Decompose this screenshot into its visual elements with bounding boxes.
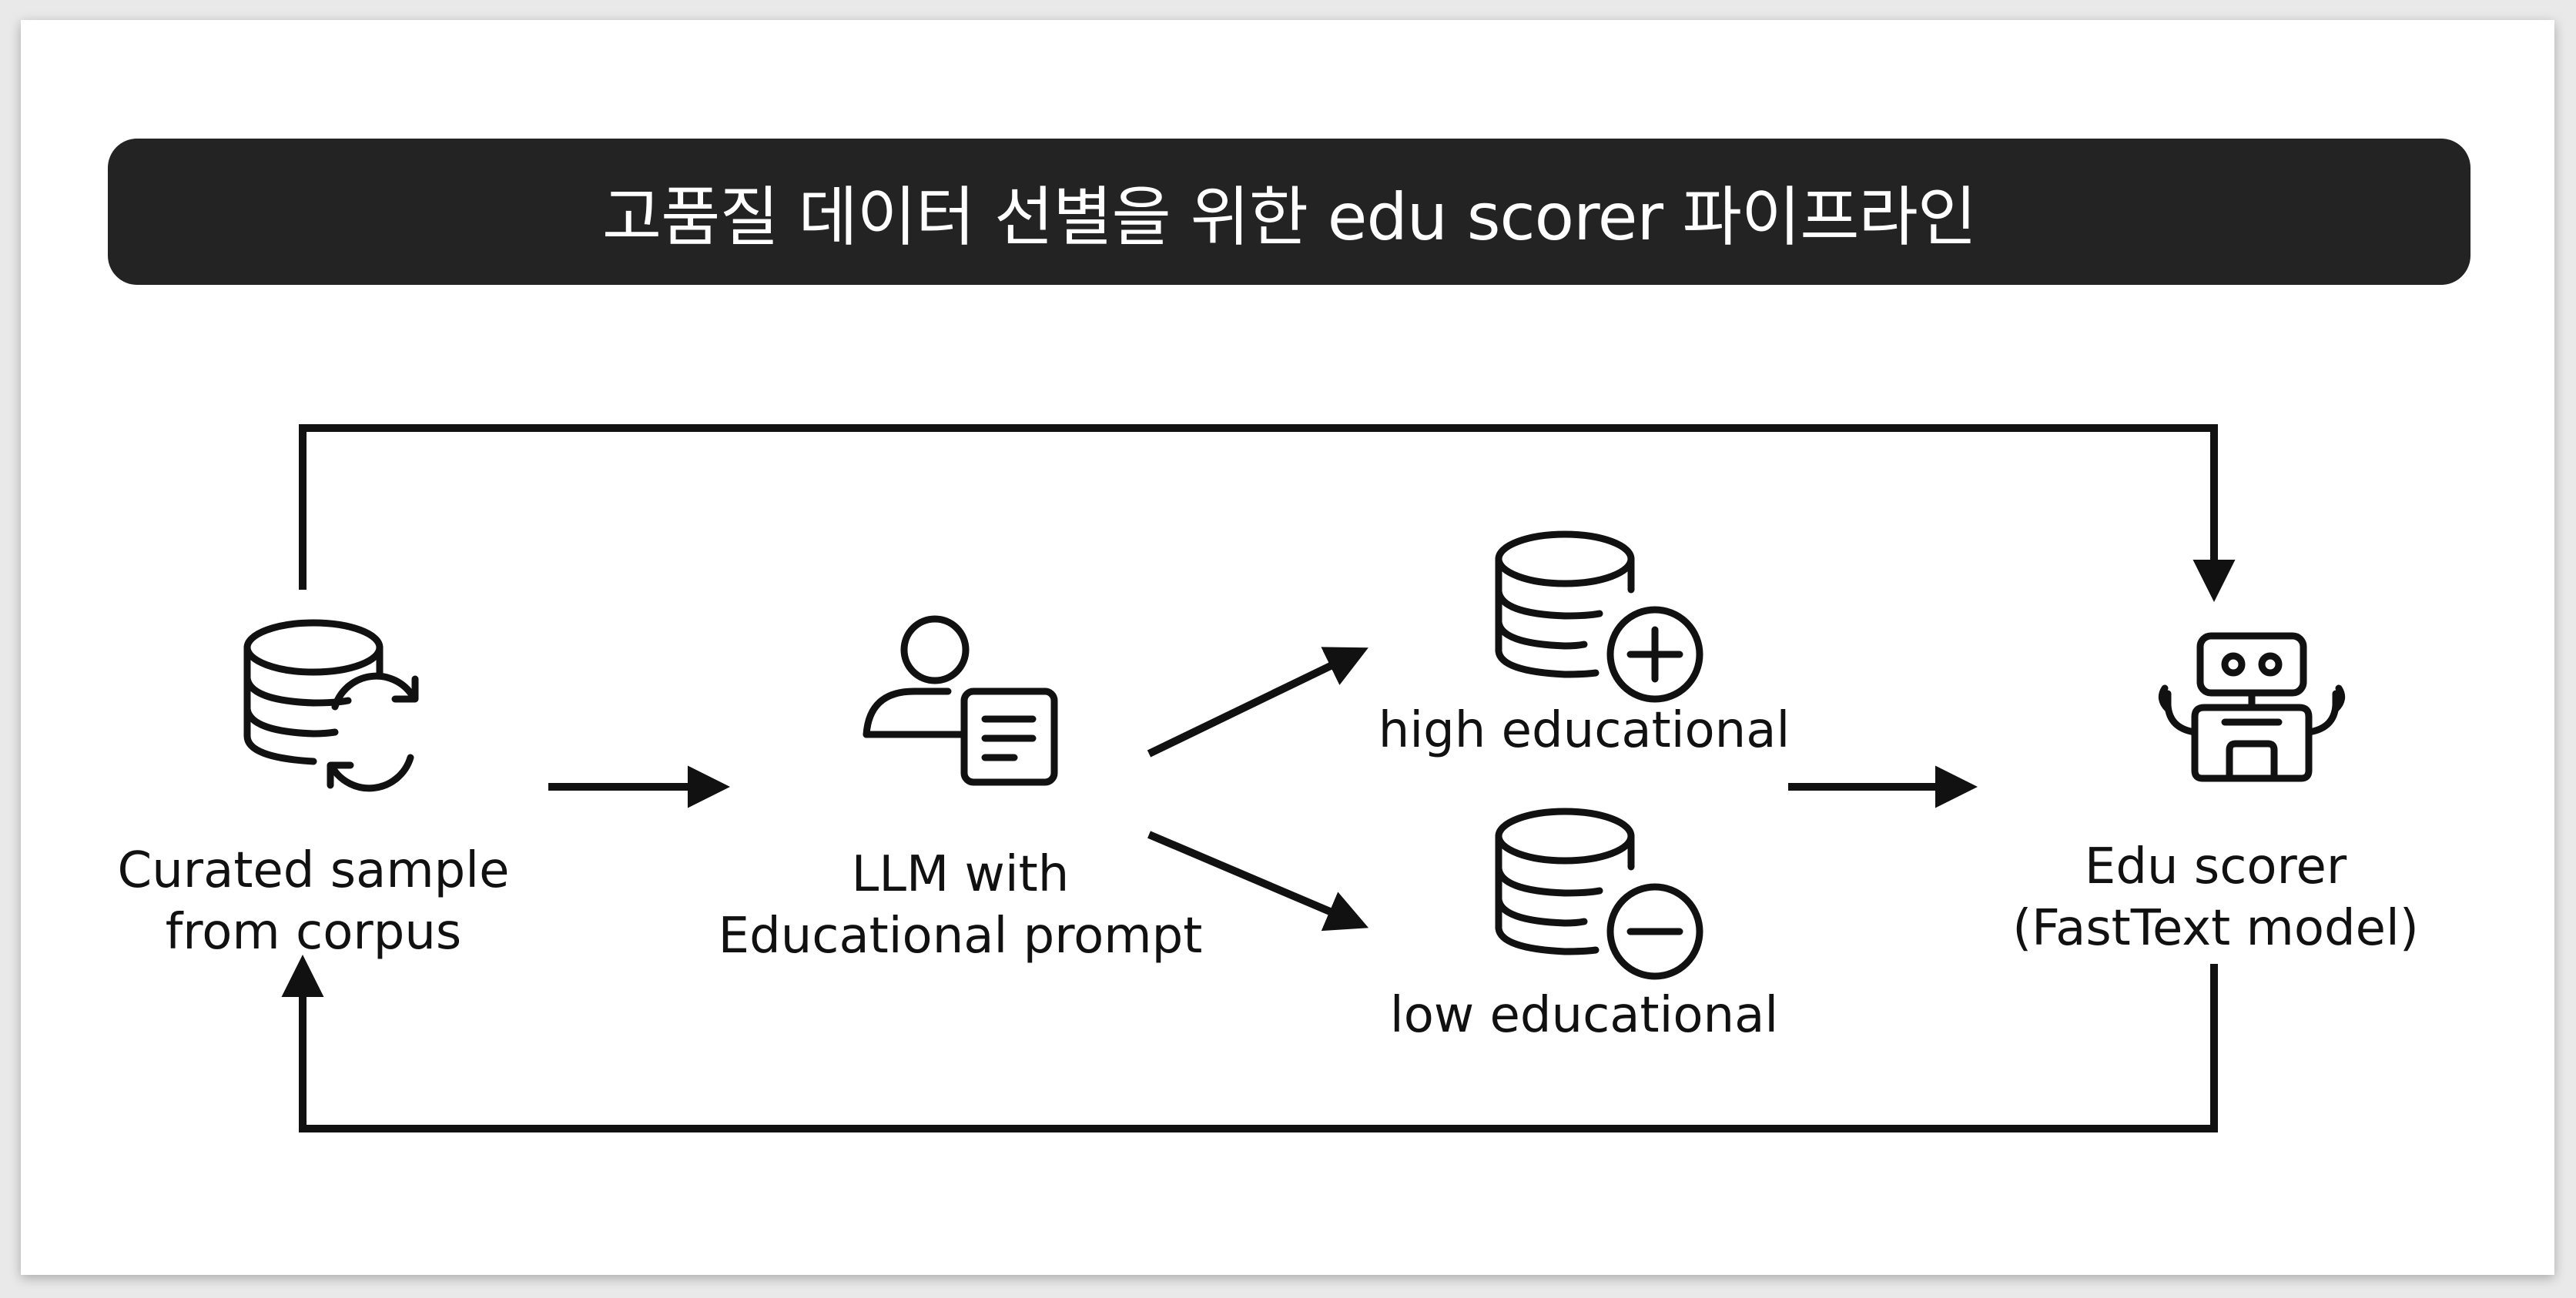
- corpus-label-line2: from corpus: [165, 904, 462, 961]
- database-sync-icon: [243, 619, 419, 792]
- title-banner: 고품질 데이터 선별을 위한 edu scorer 파이프라인: [108, 139, 2470, 285]
- scorer-label-line1: Edu scorer: [2084, 838, 2347, 895]
- arrow-llm-to-low: [1147, 831, 1369, 932]
- llm-label-line2: Educational prompt: [718, 908, 1203, 965]
- corpus-label: Curated sample from corpus: [98, 840, 529, 963]
- diagram-card: 고품질 데이터 선별을 위한 edu scorer 파이프라인: [21, 20, 2554, 1275]
- pipeline-diagram: [243, 424, 2346, 1132]
- loop-arrow-top: [299, 424, 2236, 602]
- scorer-label-line2: (FastText model): [2012, 900, 2419, 957]
- database-minus-icon: [1495, 808, 1703, 980]
- arrow-llm-to-high: [1147, 647, 1368, 758]
- corpus-label-line1: Curated sample: [117, 842, 510, 899]
- robot-icon: [2158, 632, 2346, 782]
- low-educational-label: low educational: [1389, 987, 1779, 1044]
- user-document-icon: [863, 615, 1058, 786]
- llm-label: LLM with Educational prompt: [698, 844, 1222, 967]
- loop-arrow-bottom: [281, 955, 2218, 1132]
- database-plus-icon: [1495, 530, 1703, 703]
- llm-label-line1: LLM with: [851, 846, 1070, 903]
- diagram-title: 고품질 데이터 선별을 위한 edu scorer 파이프라인: [601, 179, 1977, 255]
- high-educational-label: high educational: [1378, 702, 1790, 759]
- scorer-label: Edu scorer (FastText model): [1992, 836, 2439, 959]
